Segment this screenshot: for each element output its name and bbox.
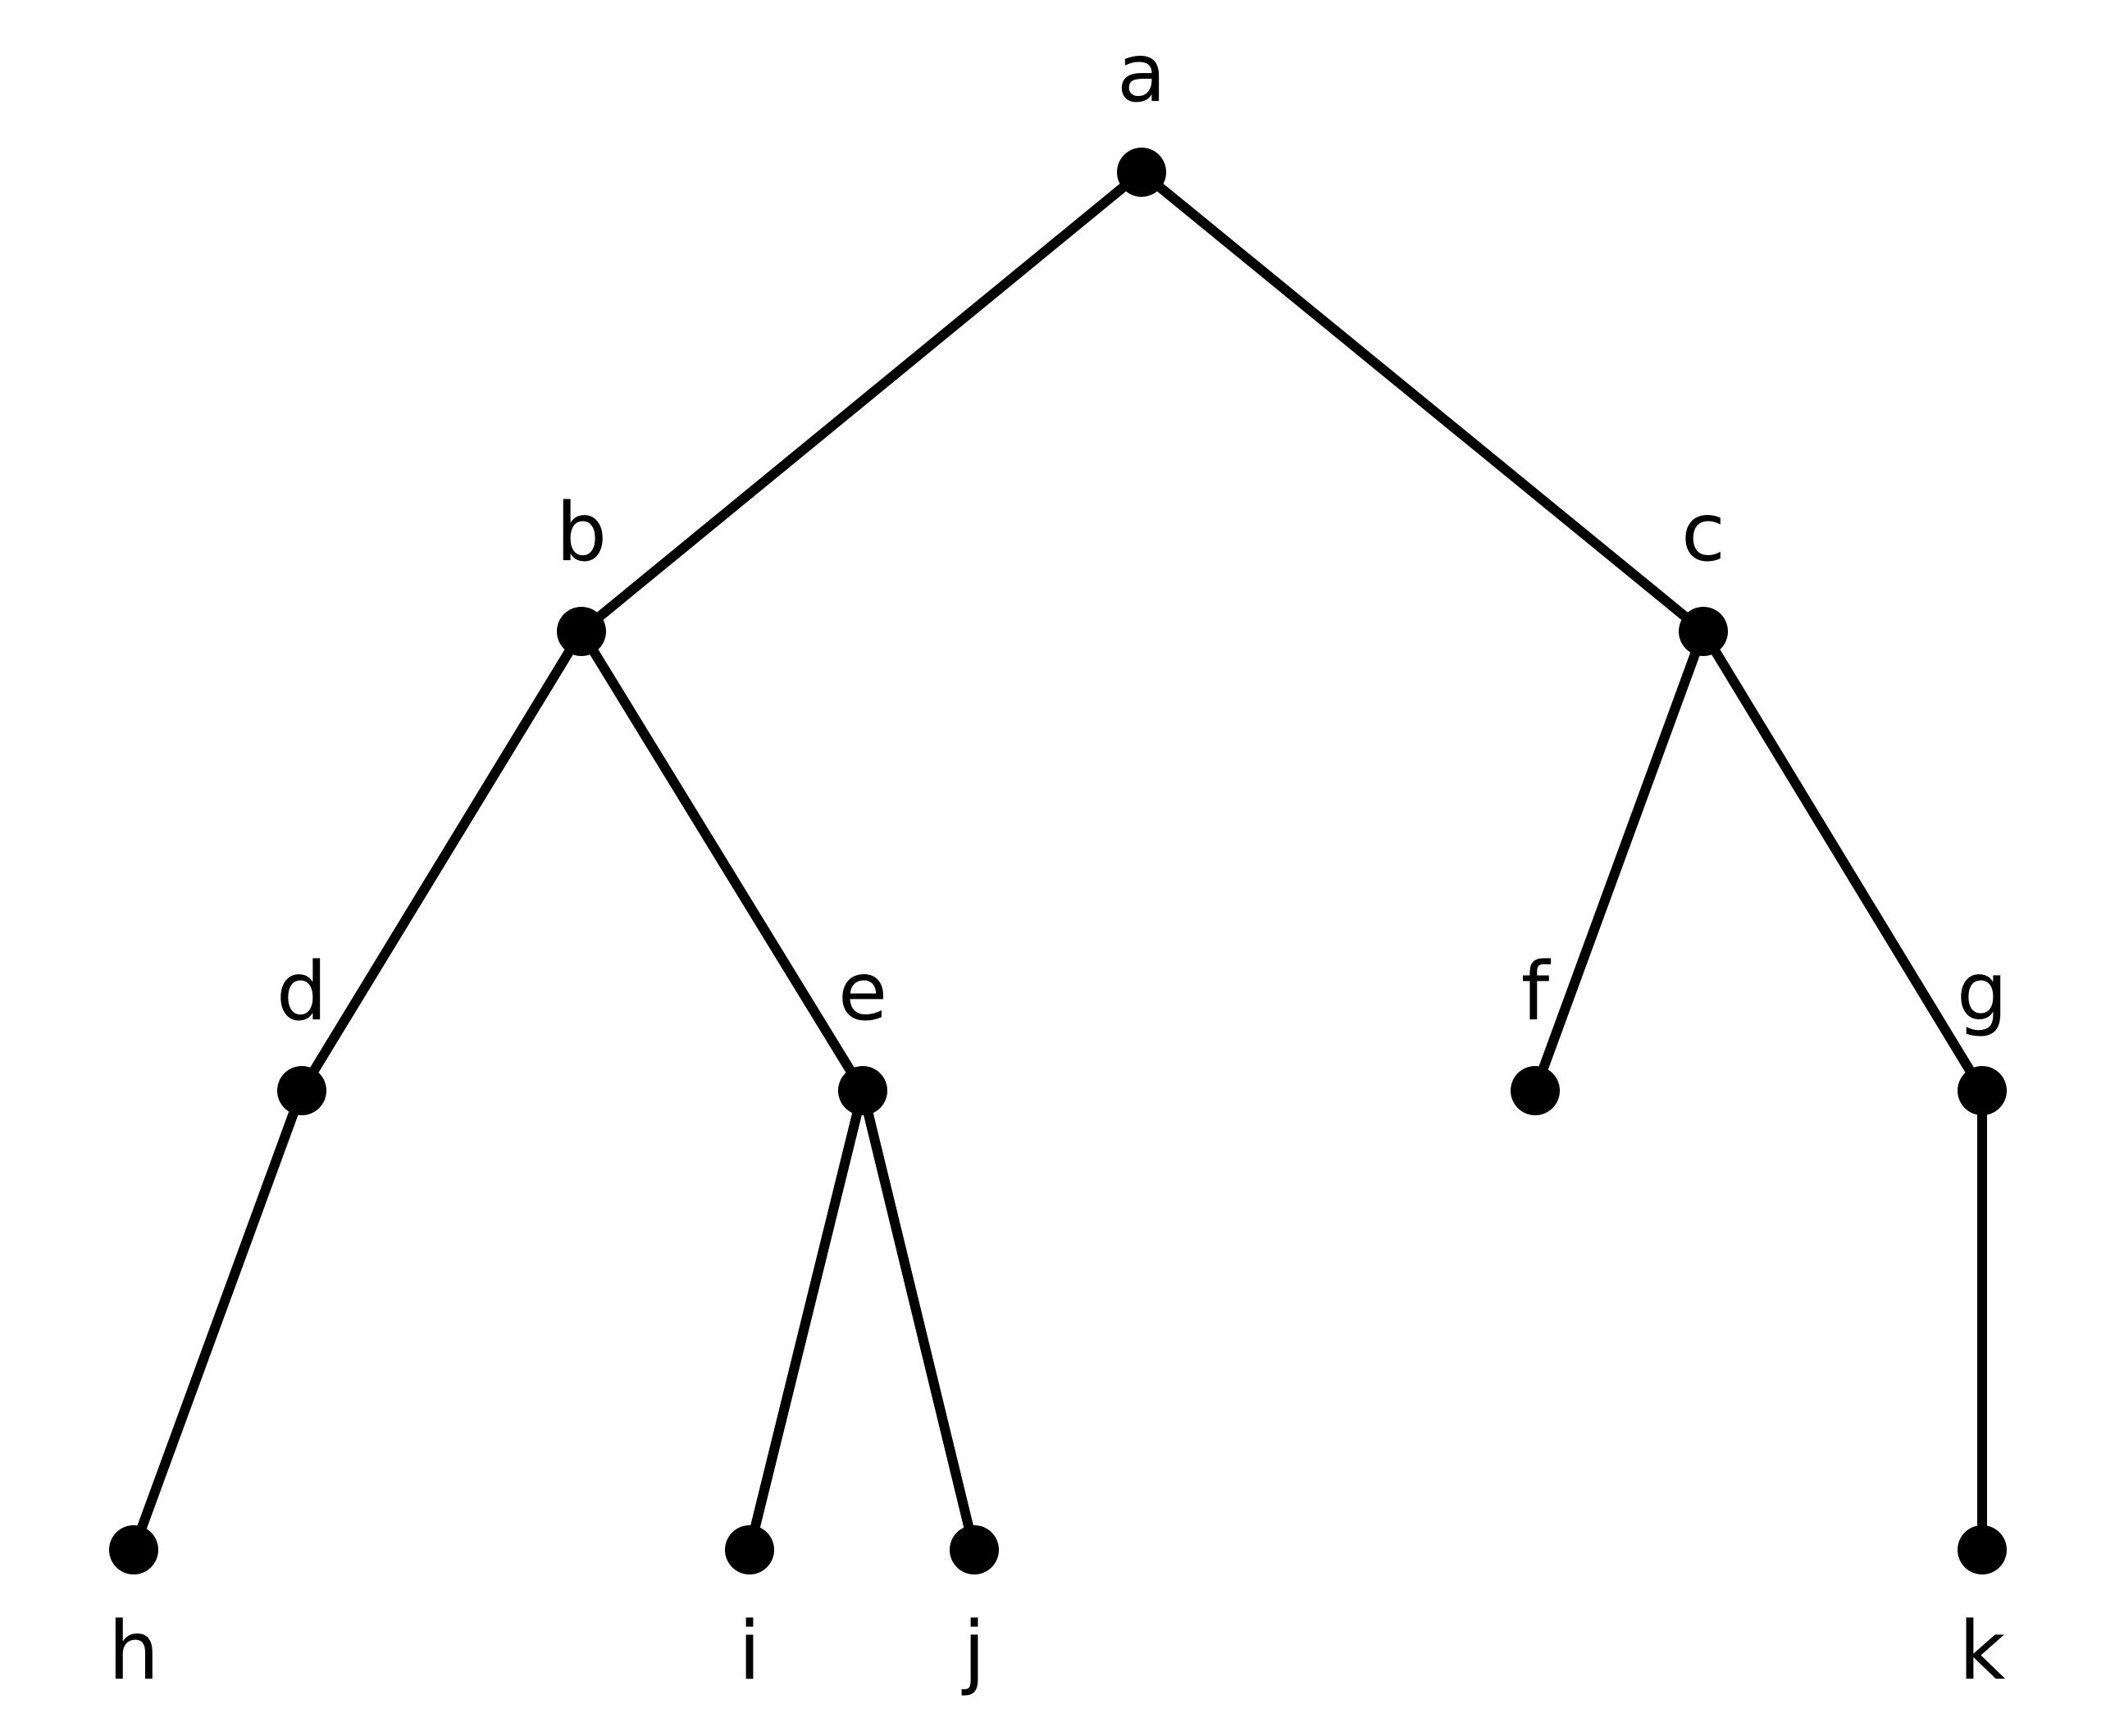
node-label-f: f [1521,945,1552,1039]
node-label-d: d [276,945,327,1039]
edge-d-h [129,1088,307,1552]
edge-a-b [578,168,1145,636]
edge-a-c [1138,168,1707,636]
edge-e-j [858,1089,979,1551]
node-d [277,1066,326,1115]
node-label-a: a [1117,27,1166,121]
node-label-g: g [1957,945,2008,1039]
edge-c-g [1698,628,1987,1094]
nodes-group [109,148,2007,1574]
node-label-j: j [961,1605,985,1698]
edge-b-e [577,628,868,1094]
node-i [725,1525,774,1574]
node-g [1958,1066,2007,1115]
node-e [838,1066,887,1115]
node-h [109,1525,158,1574]
node-f [1511,1066,1560,1115]
node-label-k: k [1959,1605,2006,1698]
edge-c-f [1530,629,1708,1093]
node-k [1958,1525,2007,1574]
node-a [1117,148,1166,197]
node-b [557,607,606,656]
edge-b-d [297,628,586,1094]
node-label-e: e [838,945,887,1039]
node-label-h: h [108,1605,159,1698]
node-label-c: c [1681,486,1725,580]
node-label-b: b [556,486,607,580]
labels-group: a b c d e f g h i j k [108,27,2008,1698]
node-label-i: i [738,1605,760,1698]
node-j [950,1525,999,1574]
edge-e-i [745,1089,868,1551]
node-c [1679,607,1728,656]
edges-group [129,168,1987,1552]
